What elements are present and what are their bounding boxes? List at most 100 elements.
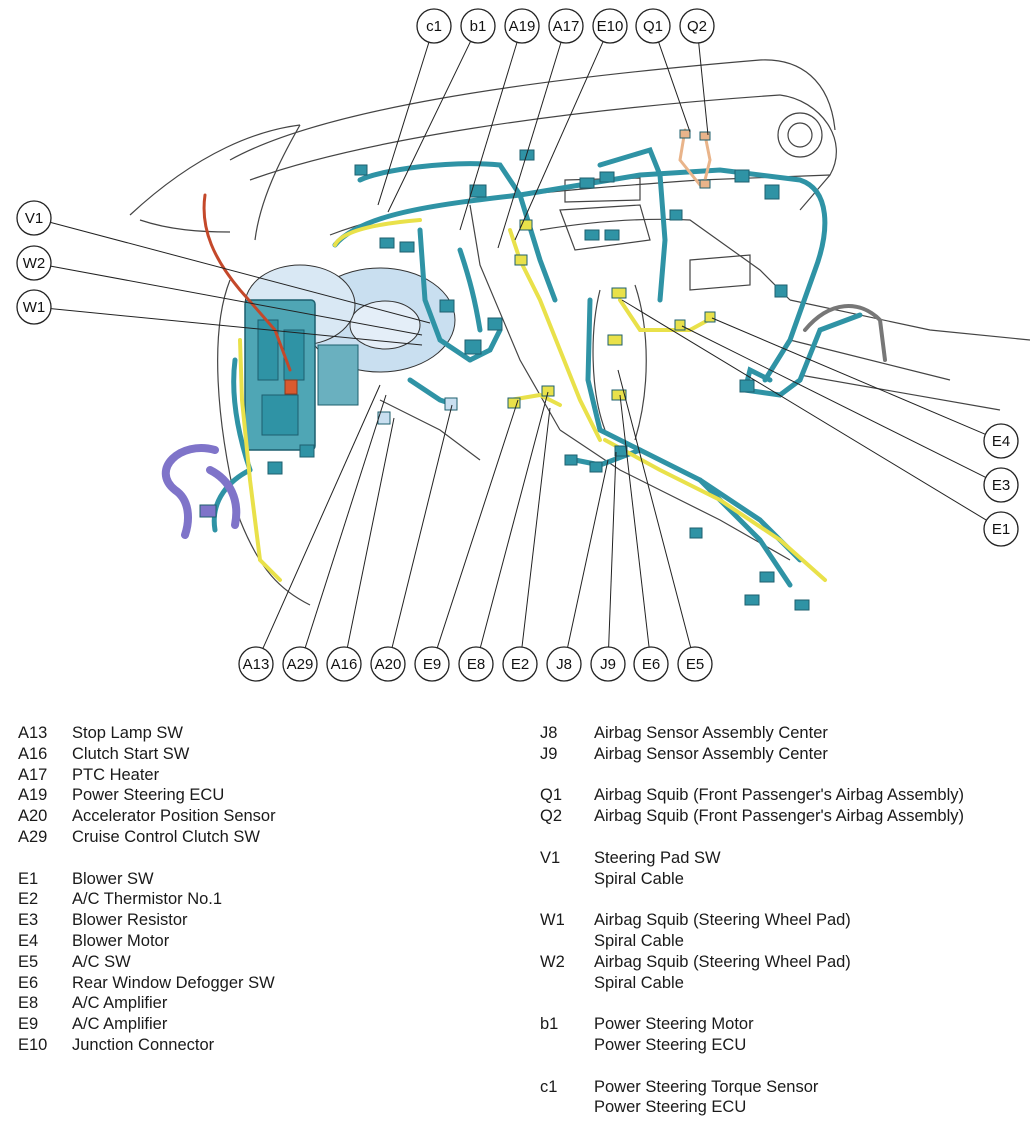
legend-description-line: Power Steering Torque Sensor	[594, 1077, 819, 1096]
legend-code: A16	[18, 744, 48, 763]
leader-line-j8	[567, 459, 609, 648]
callout-circle	[414, 646, 450, 682]
leader-line-a13	[262, 384, 381, 649]
legend-code: E3	[18, 911, 39, 930]
callout-e3: E3	[983, 467, 1019, 503]
legend-gap	[540, 1056, 1020, 1077]
legend-gap	[540, 993, 1020, 1014]
callout-circle	[592, 8, 628, 44]
callout-label: E5	[686, 656, 704, 673]
callout-label: V1	[25, 210, 43, 227]
legend-description-line: Spiral Cable	[594, 931, 684, 950]
legend-code: A19	[18, 786, 48, 805]
legend-entry-e10: E10 Junction Connector	[18, 1035, 498, 1056]
callout-label: J8	[556, 656, 572, 673]
legend-description: Airbag Squib (Front Passenger's Airbag A…	[594, 806, 1020, 827]
callout-label: E10	[597, 18, 624, 35]
legend-description: A/C Amplifier	[72, 993, 498, 1014]
legend-entry-a16: A16 Clutch Start SW	[18, 744, 498, 765]
legend-code: E2	[18, 890, 39, 909]
legend-code: V1	[540, 848, 561, 867]
callout-e1: E1	[983, 511, 1019, 547]
callout-circle	[983, 467, 1019, 503]
callout-circle	[458, 646, 494, 682]
legend-code: E4	[18, 931, 39, 950]
legend-entry-a20: A20 Accelerator Position Sensor	[18, 806, 498, 827]
leader-line-e8	[479, 391, 549, 648]
leader-line-e4	[711, 317, 986, 435]
callout-label: A29	[287, 656, 314, 673]
wire-harness-purple	[161, 444, 241, 539]
legend-code: J9	[540, 744, 558, 763]
legend-code: E9	[18, 1015, 39, 1034]
callout-j8: J8	[546, 646, 582, 682]
legend-code: J8	[540, 724, 558, 742]
legend-description-line: Power Steering ECU	[594, 1035, 747, 1054]
legend-gap	[540, 889, 1020, 910]
legend-code: E8	[18, 994, 39, 1013]
legend-gap	[18, 848, 498, 869]
leader-line-b1	[387, 41, 472, 213]
legend-code: b1	[540, 1015, 559, 1034]
legend-description: Accelerator Position Sensor	[72, 806, 498, 827]
callout-e2: E2	[502, 646, 538, 682]
legend-entry-e8: E8 A/C Amplifier	[18, 993, 498, 1014]
leader-line-e2	[521, 407, 551, 648]
callout-circle	[16, 245, 52, 281]
legend-description-line: Cruise Control Clutch SW	[72, 827, 260, 846]
callout-circle	[502, 646, 538, 682]
callout-b1: b1	[460, 8, 496, 44]
legend-code: E10	[18, 1035, 48, 1054]
legend-description: Blower SW	[72, 869, 498, 890]
leader-line-a20	[391, 404, 453, 648]
callout-circle	[238, 646, 274, 682]
legend-description: Clutch Start SW	[72, 744, 498, 765]
callout-e4: E4	[983, 423, 1019, 459]
legend-code: A20	[18, 807, 48, 826]
legend-description: Airbag Squib (Front Passenger's Airbag A…	[594, 785, 1020, 806]
legend-code: W1	[540, 911, 565, 930]
callout-label: A13	[243, 656, 270, 673]
legend-gap	[540, 765, 1020, 786]
callout-circle	[370, 646, 406, 682]
callout-v1: V1	[16, 200, 52, 236]
leader-line-a16	[346, 417, 395, 648]
leader-line-e5	[617, 369, 692, 648]
legend-description: Airbag Squib (Steering Wheel Pad)Spiral …	[594, 952, 1020, 994]
callout-q1: Q1	[635, 8, 671, 44]
legend-entry-e1: E1 Blower SW	[18, 869, 498, 890]
legend-description-line: A/C Amplifier	[72, 994, 168, 1013]
legend-code: c1	[540, 1077, 558, 1096]
callout-a17: A17	[548, 8, 584, 44]
callout-a19: A19	[504, 8, 540, 44]
leader-line-e6	[619, 394, 650, 648]
callout-w1: W1	[16, 289, 52, 325]
callout-circle	[983, 423, 1019, 459]
wiring-harness-diagram: c1b1A19A17E10Q1Q2V1W2W1E4E3E1A13A29A16A2…	[16, 8, 1031, 682]
callout-q2: Q2	[679, 8, 715, 44]
callout-circle	[679, 8, 715, 44]
legend-description-line: Airbag Squib (Front Passenger's Airbag A…	[594, 807, 964, 826]
legend-code: A13	[18, 724, 48, 742]
callout-e5: E5	[677, 646, 713, 682]
callout-circle	[326, 646, 362, 682]
leader-line-e3	[681, 325, 987, 478]
leader-line-j9	[608, 451, 617, 648]
legend-description: Junction Connector	[72, 1035, 498, 1056]
callout-label: A16	[331, 656, 358, 673]
legend-code: E1	[18, 869, 39, 888]
legend-code: Q2	[540, 807, 563, 826]
leader-line-a19	[459, 42, 518, 231]
callout-label: E4	[992, 433, 1010, 450]
callout-a13: A13	[238, 646, 274, 682]
